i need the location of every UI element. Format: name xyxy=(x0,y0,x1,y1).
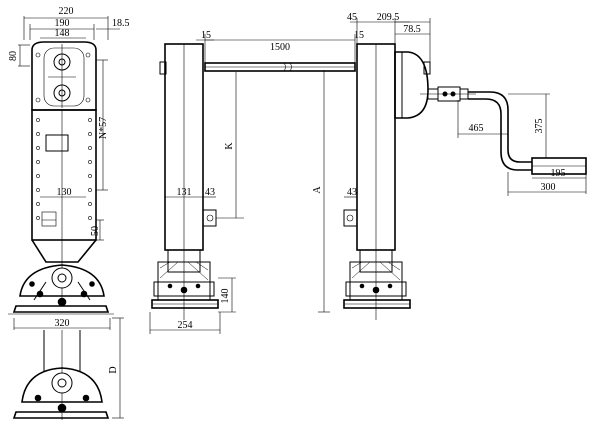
dim-left-gap: 15 xyxy=(201,30,211,41)
front-bolt-holes xyxy=(36,118,92,220)
crank-handle: 375 465 195 300 xyxy=(420,86,587,196)
dim-front-top-width: 220 xyxy=(59,6,74,17)
dim-handle-length: 195 xyxy=(551,168,566,179)
dim-foot-height: 140 xyxy=(220,289,231,304)
side-left-foot xyxy=(151,261,219,309)
dim-crank-offset: 465 xyxy=(469,123,484,134)
dim-right-flange: 78.5 xyxy=(403,24,421,35)
dim-foot-width: 254 xyxy=(178,320,193,331)
dim-front-side-offset: 18.5 xyxy=(112,18,130,29)
dim-base-width: 320 xyxy=(55,318,70,329)
dim-crank-height: 375 xyxy=(534,119,545,134)
dim-right-gap: 15 xyxy=(354,30,364,41)
side-view: 1500 15 15 131 43 K xyxy=(149,12,431,334)
side-gearbox: 45 209.5 78.5 xyxy=(347,12,431,119)
dim-stroke-k: K xyxy=(224,142,235,150)
dim-front-inner-width: 190 xyxy=(55,18,70,29)
dim-right-offset: 45 xyxy=(347,12,357,23)
dim-overall-a: A xyxy=(312,186,323,194)
front-view: 220 190 148 18.5 80 xyxy=(8,6,130,420)
front-foot xyxy=(8,239,114,315)
dim-bar-length: 1500 xyxy=(270,42,290,53)
dim-front-bottom-spacing: 50 xyxy=(90,226,101,236)
dim-front-hole-pitch: N*57 xyxy=(98,117,109,139)
dim-bracket-left: 43 xyxy=(205,187,215,198)
dim-crank-total: 300 xyxy=(541,182,556,193)
dim-base-height: D xyxy=(108,366,119,373)
front-lower-foot: 320 D xyxy=(12,317,124,420)
dim-front-top-height: 80 xyxy=(8,51,19,61)
dim-leg-width-left: 131 xyxy=(177,187,192,198)
front-body: N*57 130 50 xyxy=(31,41,109,241)
dim-right-reach: 209.5 xyxy=(377,12,400,23)
side-right-foot xyxy=(343,261,411,309)
dim-bracket-right: 43 xyxy=(347,187,357,198)
dim-front-hole-width: 148 xyxy=(55,28,70,39)
dim-front-mid-width: 130 xyxy=(57,187,72,198)
front-top-dimensions: 220 190 148 18.5 80 xyxy=(8,6,130,67)
